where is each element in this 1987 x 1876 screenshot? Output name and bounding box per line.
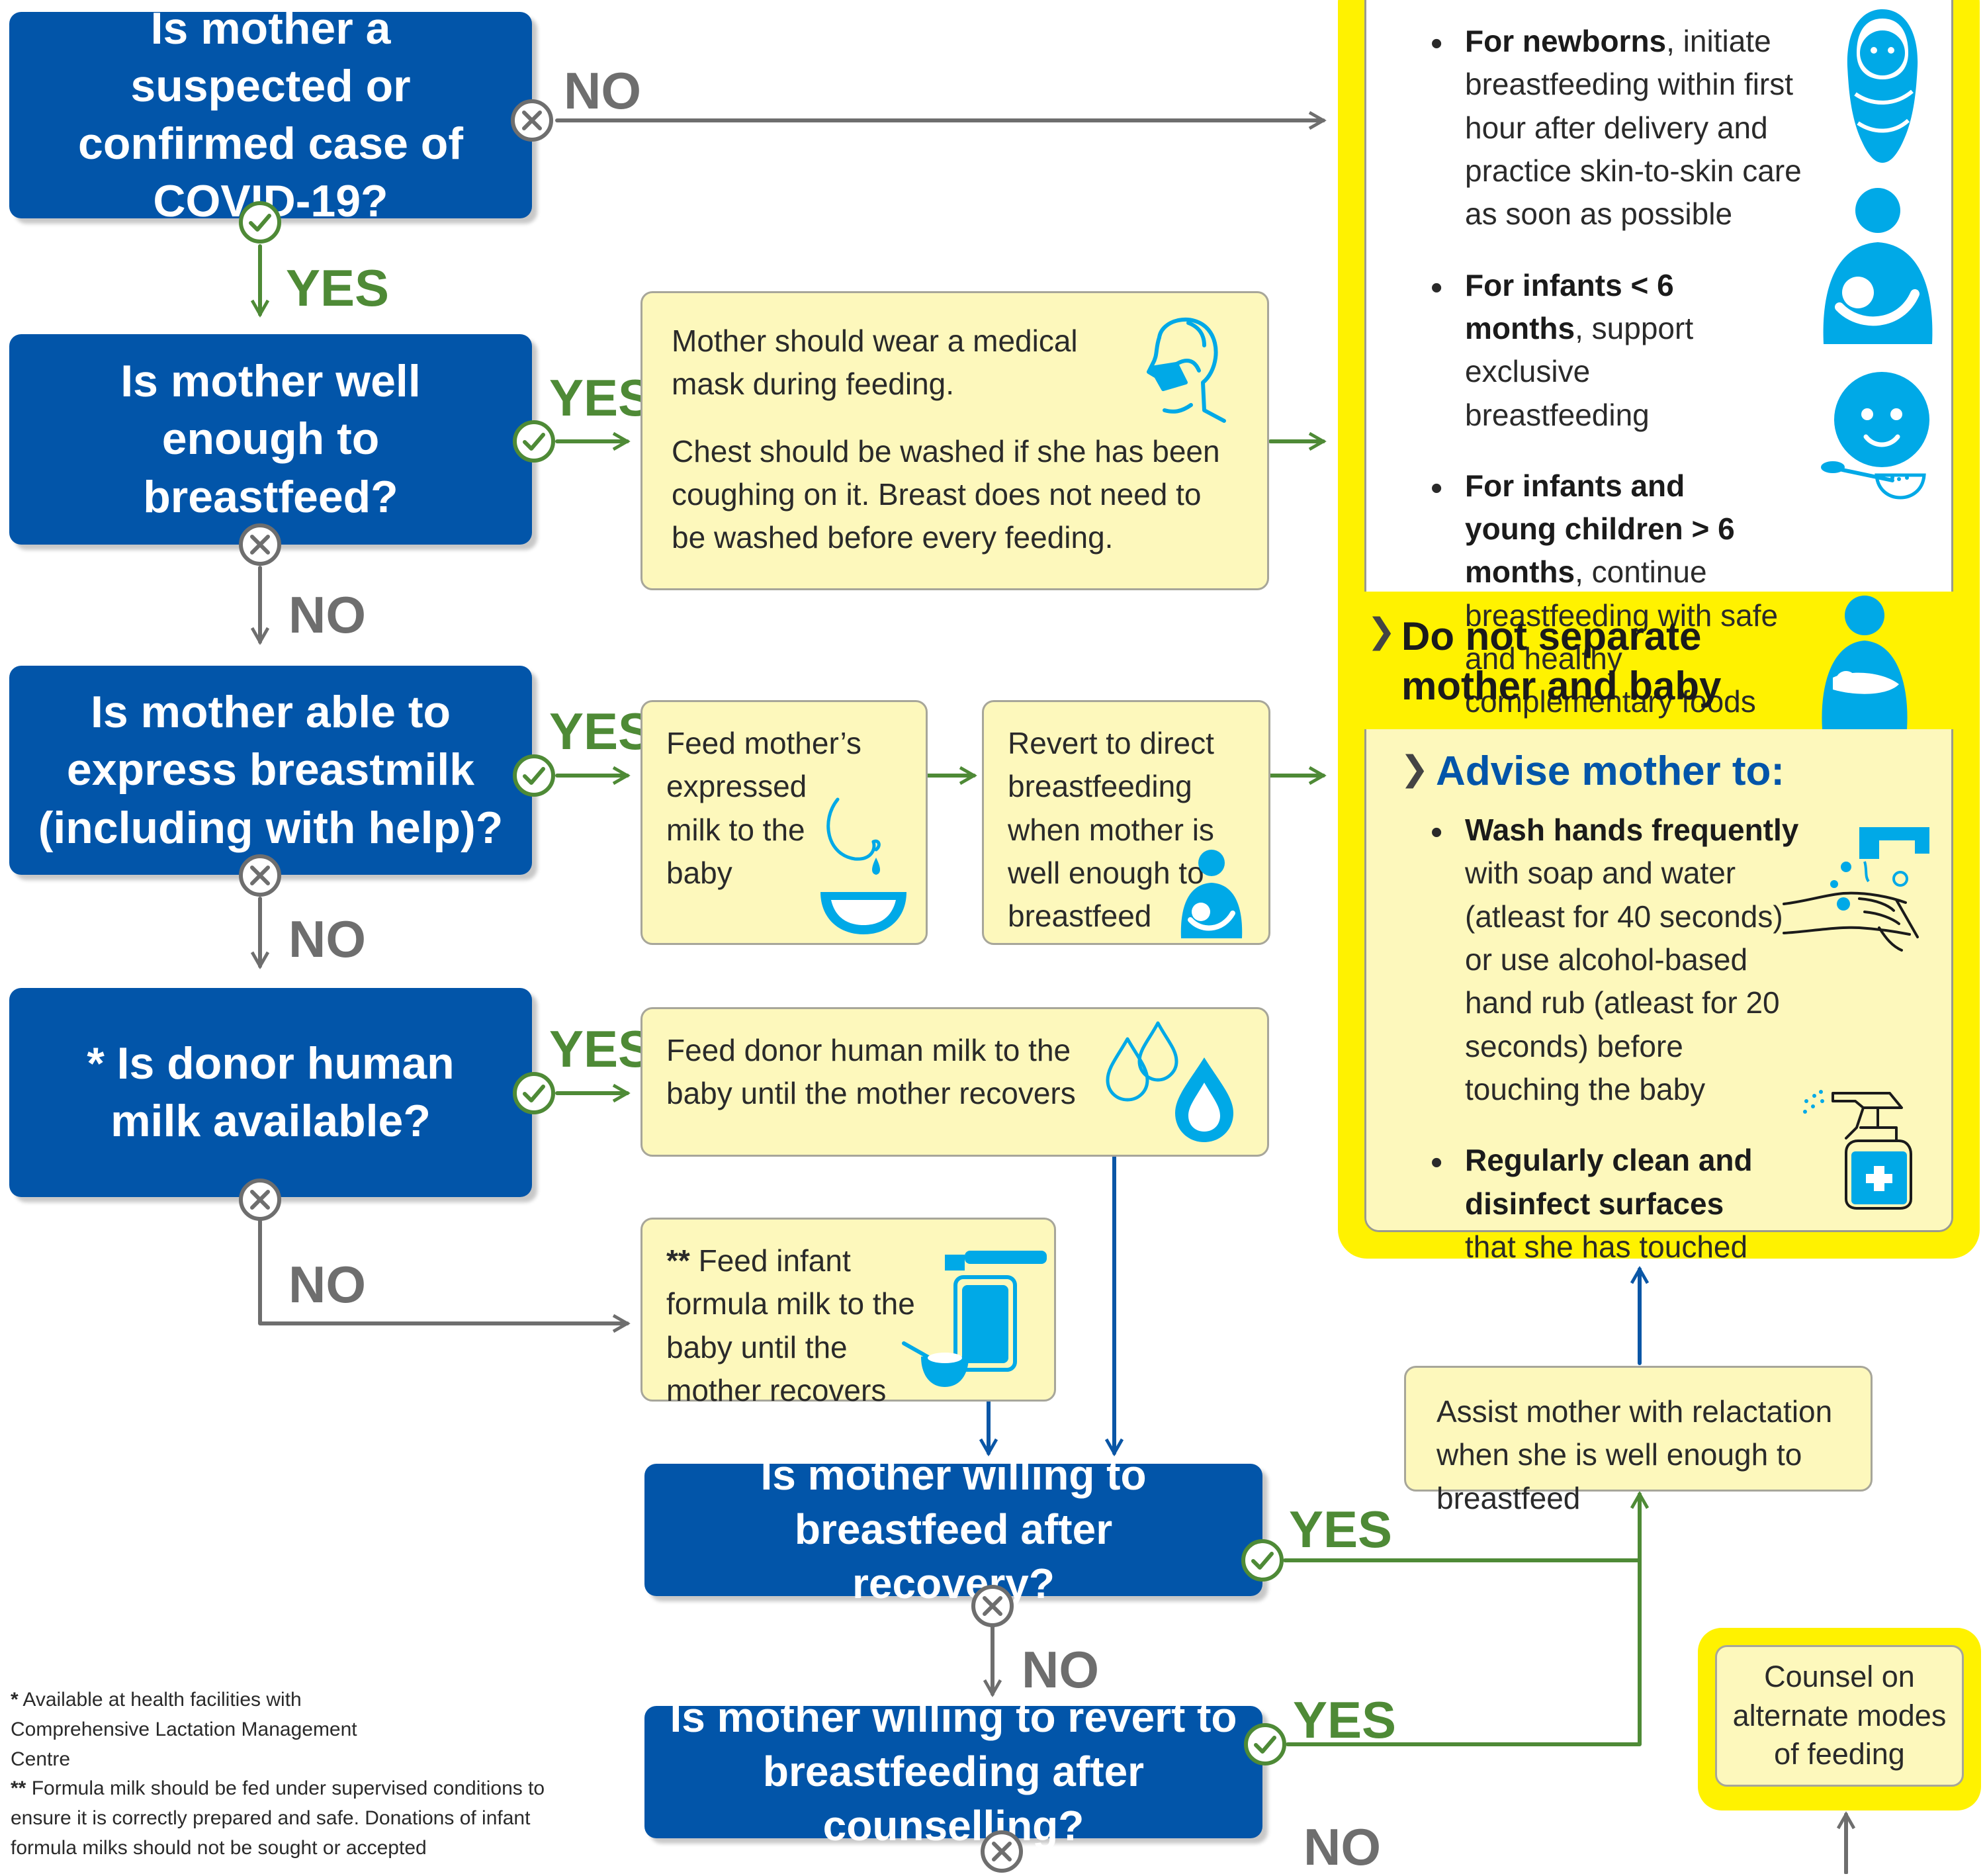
- panel-item-clean-surfaces: Regularly clean and disinfect surfaces t…: [1431, 1139, 1769, 1269]
- note-counsel: Counsel on alternate modes of feeding: [1715, 1645, 1964, 1787]
- formula-mark: **: [666, 1243, 690, 1278]
- question-revert-after-counselling: Is mother willing to revert to breastfee…: [644, 1693, 1262, 1850]
- label-yes-q4: YES: [549, 1020, 653, 1078]
- label-yes-q5: YES: [1289, 1500, 1393, 1558]
- note-wear-mask: Mother should wear a medical mask during…: [640, 291, 1269, 590]
- handwash-icon: [1783, 827, 1929, 952]
- newborn-icon: [1847, 9, 1918, 163]
- check-icon: [513, 1072, 555, 1114]
- spray-bottle-icon: [1803, 1090, 1912, 1210]
- cross-icon: [511, 99, 553, 142]
- question-covid: Is mother a suspected or confirmed case …: [9, 3, 532, 226]
- arrow-q4-no: [258, 1219, 631, 1333]
- check-icon: [513, 754, 555, 797]
- breastfeeding-icon: [1823, 188, 1933, 344]
- cross-icon: [971, 1585, 1014, 1627]
- breastfeeding-icon: [1180, 850, 1243, 938]
- question-donor-milk: * Is donor human milk available?: [9, 988, 532, 1197]
- check-icon: [513, 420, 555, 463]
- panel-list-top: For newborns, initiate breastfeeding wit…: [1431, 20, 1841, 752]
- child-spoon-icon: [1821, 372, 1929, 500]
- check-icon: [1244, 1723, 1286, 1765]
- mother-baby-icon: [1822, 596, 1908, 729]
- check-icon: [239, 201, 281, 244]
- label-no-q2: NO: [288, 586, 366, 644]
- panel-item-under-6: For infants < 6 months, support exclusiv…: [1431, 264, 1783, 437]
- note-mask-line1: Mother should wear a medical mask during…: [672, 324, 1078, 402]
- question-well-enough: Is mother well enough to breastfeed?: [9, 334, 532, 545]
- label-yes-q6: YES: [1293, 1691, 1397, 1749]
- panel-item-over-6: For infants and young children > 6 month…: [1431, 465, 1783, 724]
- cross-icon: [239, 854, 281, 897]
- footnote-donor: * Available at health facilities with Co…: [11, 1689, 357, 1770]
- formula-icon: [902, 1251, 1047, 1387]
- label-no-q1: NO: [564, 62, 641, 120]
- panel-advise-heading: ❯ Advise mother to:: [1400, 748, 1785, 794]
- label-no-q3: NO: [288, 910, 366, 968]
- label-no-q5: NO: [1022, 1640, 1099, 1699]
- arrow-q6-yes: [1286, 1556, 1642, 1746]
- check-icon: [1241, 1539, 1284, 1582]
- footnote-formula: ** Formula milk should be fed under supe…: [11, 1777, 545, 1859]
- note-mask-line2: Chest should be washed if she has been c…: [672, 433, 1220, 555]
- label-no-q4: NO: [288, 1255, 366, 1314]
- question-willing-after-recovery: Is mother willing to breastfeed after re…: [644, 1451, 1262, 1607]
- bowl-icon: [820, 797, 906, 934]
- panel-separate-text: ❯ Do not separate mother and baby: [1367, 611, 1772, 711]
- label-yes-q1: YES: [286, 259, 390, 317]
- cross-icon: [239, 523, 281, 566]
- cross-icon: [981, 1830, 1023, 1873]
- question-express-milk: Is mother able to express breastmilk (in…: [9, 666, 532, 875]
- panel-item-newborns: For newborns, initiate breastfeeding wit…: [1431, 20, 1841, 236]
- label-no-q6: NO: [1303, 1818, 1381, 1876]
- cross-icon: [239, 1179, 281, 1221]
- label-yes-q2: YES: [549, 369, 653, 427]
- note-donor-milk: Feed donor human milk to the baby until …: [640, 1007, 1269, 1157]
- panel-item-wash-hands: Wash hands frequently with soap and wate…: [1431, 809, 1801, 1111]
- panel-list-bottom: Wash hands frequently with soap and wate…: [1431, 809, 1801, 1296]
- label-yes-q3: YES: [549, 702, 653, 760]
- chevron-right-icon: ❯: [1367, 612, 1396, 650]
- mask-profile-icon: [1147, 318, 1226, 423]
- note-relactation: Assist mother with relactation when she …: [1404, 1366, 1873, 1515]
- drops-icon: [1106, 1021, 1233, 1142]
- chevron-right-icon: ❯: [1400, 750, 1429, 788]
